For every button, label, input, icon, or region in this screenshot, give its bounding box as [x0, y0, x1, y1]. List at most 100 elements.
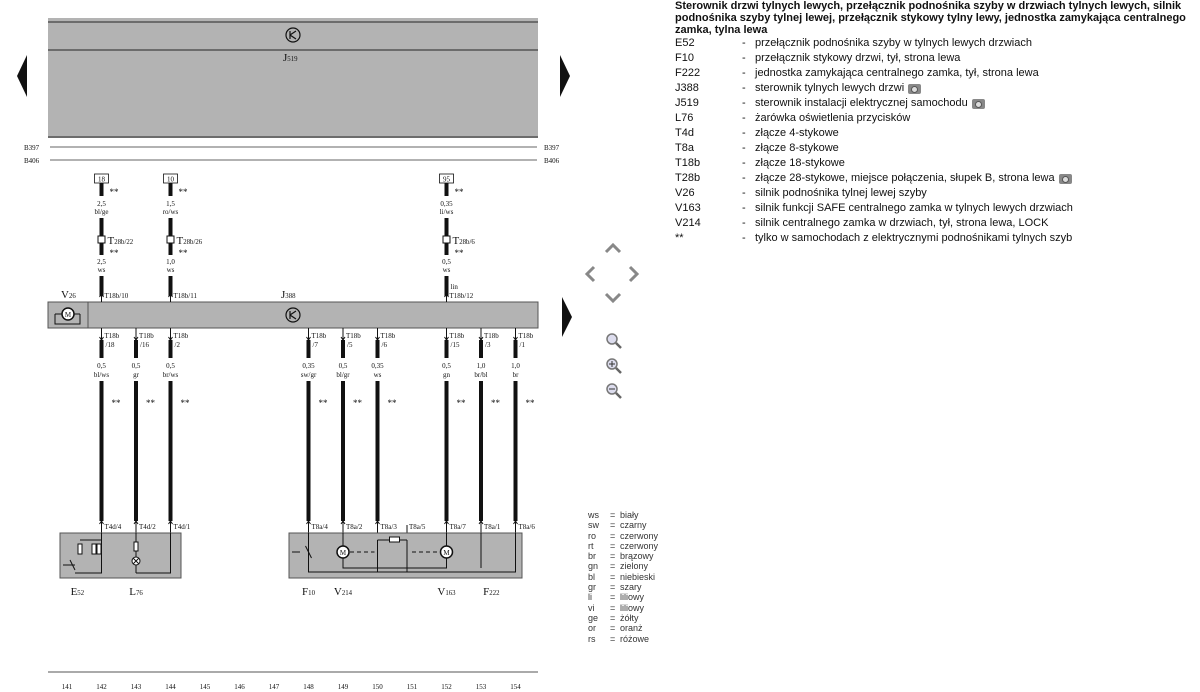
wire-gauge: 2,5 [97, 258, 106, 266]
camera-icon[interactable] [971, 98, 985, 109]
optional-marker: ** [179, 248, 189, 258]
pin-arrow-icon [99, 520, 104, 533]
equals-sign: = [610, 571, 616, 582]
color-abbr: sw [588, 520, 599, 531]
legend-item: T8a-złącze 8-stykowe [675, 141, 1200, 156]
color-name: czerwony [620, 540, 659, 551]
camera-icon[interactable] [1058, 173, 1072, 184]
wire-segment [99, 276, 104, 296]
pan-right-icon[interactable] [628, 265, 640, 283]
pin-arrow-icon [133, 520, 139, 533]
legend-dash: - [742, 157, 746, 169]
pin-label: T18b [484, 332, 499, 340]
wire-gauge: 0,5 [97, 362, 106, 370]
color-code-row: or=oranż [588, 623, 658, 633]
legend-code: V214 [675, 217, 701, 229]
component-legend: Sterownik drzwi tylnych lewych, przełącz… [675, 0, 1200, 246]
color-abbr: br [588, 551, 597, 562]
legend-text: przełącznik stykowy drzwi, tył, strona l… [755, 52, 961, 64]
color-abbr: gr [588, 582, 597, 593]
pin-arrow-icon [375, 520, 380, 533]
pin-arrow-icon [133, 328, 139, 341]
pin-label: /5 [347, 341, 353, 349]
pin-arrow-icon [478, 328, 484, 341]
legend-dash: - [742, 37, 746, 49]
pin-arrow-icon [340, 520, 346, 533]
camera-icon[interactable] [908, 83, 922, 94]
legend-text: jednostka zamykająca centralnego zamka, … [755, 67, 1039, 79]
wire-segment [479, 381, 483, 521]
wire-color: gr [133, 371, 140, 379]
pan-up-icon[interactable] [604, 242, 622, 254]
optional-marker: ** [179, 187, 189, 197]
legend-item: T18b-złącze 18-stykowe [675, 156, 1200, 171]
equals-sign: = [610, 540, 616, 551]
wire-segment [168, 381, 173, 521]
pin-label: T18b [312, 332, 327, 340]
component-label-E52: E52 [71, 586, 85, 598]
equals-sign: = [610, 592, 616, 603]
legend-item: T4d-złącze 4-stykowe [675, 126, 1200, 141]
wire-color: br [513, 371, 520, 379]
color-abbr: vi [588, 602, 595, 613]
prev-page-icon[interactable] [15, 55, 29, 97]
wire-segment [444, 340, 449, 358]
pin-label: T4d/4 [105, 523, 122, 531]
pin-label: T8a/1 [484, 523, 501, 531]
legend-dash: - [742, 67, 746, 79]
color-abbr: ws [588, 510, 599, 520]
color-name: niebieski [620, 571, 656, 582]
pan-left-icon[interactable] [584, 265, 596, 283]
zoom-in-icon[interactable] [605, 357, 623, 375]
zoom-fit-icon[interactable] [605, 332, 623, 350]
color-name: biały [620, 510, 639, 520]
pin-arrow-icon [340, 328, 346, 341]
pin-label: T18b/10 [105, 292, 129, 300]
wire-color: bl/gr [336, 371, 350, 379]
legend-text: sterownik tylnych lewych drzwi [755, 82, 905, 94]
legend-item: **-tylko w samochodach z elektrycznymi p… [675, 231, 1200, 246]
pin-label: T18b/12 [450, 292, 474, 300]
column-number: 149 [338, 683, 349, 691]
color-abbr: or [588, 623, 597, 634]
pin-label: T8a/6 [519, 523, 536, 531]
wire-segment [444, 276, 449, 296]
pin-label: /18 [106, 341, 115, 349]
j388-label: J388 [281, 289, 296, 301]
pan-down-icon[interactable] [604, 292, 622, 304]
optional-marker: ** [455, 187, 465, 197]
wire-segment [513, 381, 518, 521]
next-page-icon-lower[interactable] [560, 297, 574, 337]
legend-title: Sterownik drzwi tylnych lewych, przełącz… [675, 0, 1186, 36]
color-name: różowe [620, 633, 650, 644]
legend-dash: - [742, 127, 746, 139]
color-code-row: gr=szary [588, 582, 658, 592]
legend-code: E52 [675, 37, 695, 49]
color-code-row: rt=czerwony [588, 541, 658, 551]
color-code-row: bl=niebieski [588, 572, 658, 582]
pin-label: /2 [175, 341, 181, 349]
component-label-L76: L76 [129, 586, 143, 598]
legend-item: V214-silnik centralnego zamka w drzwiach… [675, 216, 1200, 231]
wire-segment [513, 340, 518, 358]
color-code-row: ro=czerwony [588, 531, 658, 541]
resistor-icon [77, 543, 83, 555]
wire-segment [99, 381, 104, 521]
wire-gauge: 0,5 [339, 362, 348, 370]
connector-label: T28b/22 [108, 235, 134, 247]
legend-item: V163-silnik funkcji SAFE centralnego zam… [675, 201, 1200, 216]
zoom-out-icon[interactable] [605, 382, 623, 400]
wire-gauge: 0,5 [442, 362, 451, 370]
wire-color: bl/ge [95, 208, 109, 216]
wire-segment [168, 276, 173, 296]
wire-segment [168, 183, 173, 196]
optional-marker: ** [353, 398, 363, 408]
next-page-icon[interactable] [558, 55, 572, 97]
pin-label: T18b [519, 332, 534, 340]
pin-arrow-icon [444, 328, 449, 341]
terminal-number: 18 [98, 176, 106, 184]
pin-label: /16 [140, 341, 149, 349]
color-name: brązowy [620, 551, 654, 562]
equals-sign: = [610, 530, 616, 541]
